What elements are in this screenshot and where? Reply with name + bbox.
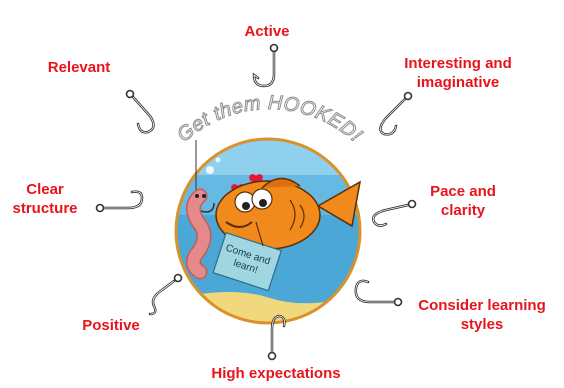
fishing-hook-icon	[252, 43, 279, 88]
fishing-hook-icon	[125, 89, 155, 134]
fishing-hook-icon	[95, 190, 144, 213]
fishing-hook-icon	[379, 91, 413, 136]
label-pace-clarity: Pace and clarity	[430, 183, 496, 219]
label-positive: Positive	[82, 317, 140, 334]
label-consider-learning: Consider learning styles	[418, 297, 546, 333]
fishing-hook-icon	[354, 279, 403, 307]
bubble-icon	[202, 149, 221, 174]
fishing-hook-icon	[267, 314, 286, 361]
fishing-hook-icon	[148, 273, 183, 316]
label-active: Active	[244, 23, 290, 40]
label-relevant: Relevant	[47, 59, 111, 76]
label-clear-structure: Clear structure	[12, 181, 78, 217]
label-high-expectations: High expectations	[211, 365, 341, 382]
sign-board: Come and learn!	[212, 221, 283, 292]
worm-icon	[186, 188, 212, 280]
fishing-hook-icon	[372, 199, 417, 227]
label-interesting: Interesting and imaginative	[404, 55, 512, 91]
